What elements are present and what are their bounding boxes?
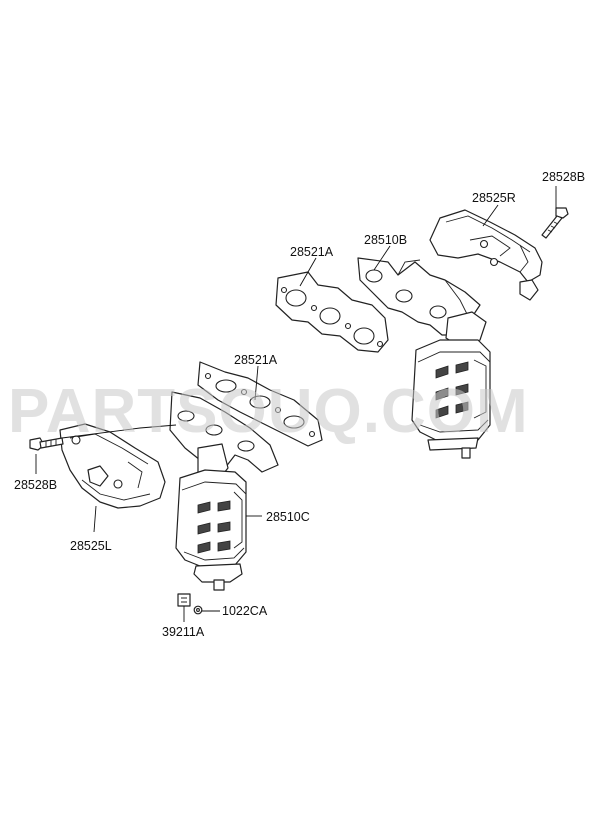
gasket-28521a-right[interactable] [275,271,389,353]
bolt-28528b-right[interactable] [541,207,569,239]
catalytic-converter-right[interactable] [411,339,491,459]
gasket-28521a-left[interactable] [197,361,323,447]
exhaust-manifold-28510b[interactable] [357,257,487,349]
bolt-28528b-left[interactable] [29,437,64,451]
label-28510c[interactable]: 28510C [266,510,310,524]
label-28521a-left[interactable]: 28521A [234,353,278,367]
watermark-text: PARTSOUQ.COM [8,377,529,446]
label-28525r[interactable]: 28525R [472,191,516,205]
label-39211a[interactable]: 39211A [162,625,205,639]
nut-1022ca[interactable] [193,605,203,615]
catalytic-converter-28510c[interactable] [175,469,247,591]
oxygen-sensor-39211a[interactable] [177,593,191,607]
label-28528b-right[interactable]: 28528B [542,170,585,184]
heat-shield-28525r[interactable] [429,209,543,301]
label-28510b[interactable]: 28510B [364,233,407,247]
label-28521a-right[interactable]: 28521A [290,245,334,259]
label-28528b-left[interactable]: 28528B [14,478,57,492]
label-28525l[interactable]: 28525L [70,539,112,553]
leader-lines [35,186,557,622]
label-1022ca[interactable]: 1022CA [222,604,268,618]
